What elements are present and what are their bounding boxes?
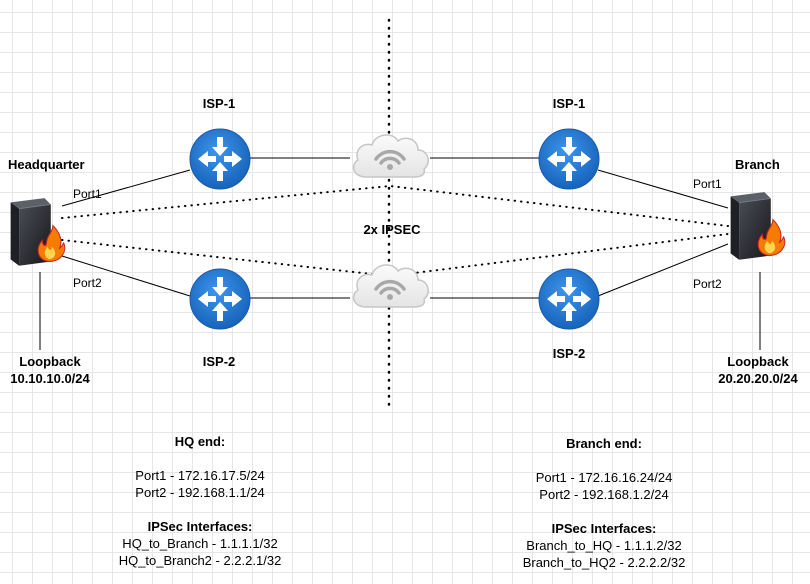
hq-end-title: HQ end:	[174, 434, 226, 449]
branch-ipsec-interface-1: Branch_to_HQ - 1.1.1.2/32	[526, 538, 682, 553]
isp1-right-label: ISP-1	[552, 96, 586, 111]
branch-ipsec-title: IPSec Interfaces:	[551, 521, 657, 536]
ipsec-tunnel-2	[61, 233, 729, 278]
branch-end-info: Branch end: Port1 - 172.16.16.24/24 Port…	[523, 435, 686, 571]
branch-loopback-title: Loopback	[727, 354, 789, 369]
hq-port1-link	[61, 169, 191, 207]
hq-ipsec-title: IPSec Interfaces:	[147, 519, 253, 534]
ipsec-label: 2x IPSEC	[363, 222, 421, 237]
branch-ipsec-interface-2: Branch_to_HQ2 - 2.2.2.2/32	[522, 555, 686, 570]
hq-port2-address: Port2 - 192.168.1.1/24	[135, 485, 265, 500]
cloud-wifi-icon[interactable]	[351, 133, 431, 179]
branch-end-title: Branch end:	[566, 436, 642, 451]
branch-port2-link	[597, 243, 729, 297]
router-icon[interactable]	[538, 268, 600, 330]
ipsec-tunnels	[61, 184, 729, 278]
isp2-right-label: ISP-2	[552, 346, 586, 361]
branch-port1-link	[597, 169, 729, 209]
firewall-icon[interactable]	[10, 197, 66, 267]
hq-end-info: HQ end: Port1 - 172.16.17.5/24 Port2 - 1…	[119, 433, 282, 569]
router-icon[interactable]	[189, 268, 251, 330]
hq-port2-link	[61, 255, 191, 297]
isp1-left-label: ISP-1	[202, 96, 236, 111]
hq-port1-label: Port1	[73, 187, 102, 201]
hq-loopback-net: 10.10.10.0/24	[10, 371, 90, 386]
branch-loopback-net: 20.20.20.0/24	[718, 371, 798, 386]
hq-ipsec-interface-1: HQ_to_Branch - 1.1.1.1/32	[122, 536, 278, 551]
hq-ipsec-interface-2: HQ_to_Branch2 - 2.2.2.1/32	[118, 553, 282, 568]
branch-label: Branch	[735, 157, 780, 172]
physical-links	[39, 157, 761, 350]
router-icon[interactable]	[538, 128, 600, 190]
branch-port2-address: Port2 - 192.168.1.2/24	[539, 487, 669, 502]
router-icon[interactable]	[189, 128, 251, 190]
hq-loopback-title: Loopback	[19, 354, 81, 369]
hq-port1-address: Port1 - 172.16.17.5/24	[135, 468, 265, 483]
cloud-wifi-icon[interactable]	[351, 263, 431, 309]
branch-port1-label: Port1	[693, 177, 722, 191]
hq-port2-label: Port2	[73, 276, 102, 290]
isp2-left-label: ISP-2	[202, 354, 236, 369]
branch-port2-label: Port2	[693, 277, 722, 291]
ipsec-tunnel-1	[61, 184, 729, 227]
headquarter-label: Headquarter	[8, 157, 85, 172]
hq-loopback-block: Loopback 10.10.10.0/24	[10, 353, 90, 387]
branch-port1-address: Port1 - 172.16.16.24/24	[535, 470, 673, 485]
firewall-icon[interactable]	[730, 191, 786, 261]
branch-loopback-block: Loopback 20.20.20.0/24	[718, 353, 798, 387]
